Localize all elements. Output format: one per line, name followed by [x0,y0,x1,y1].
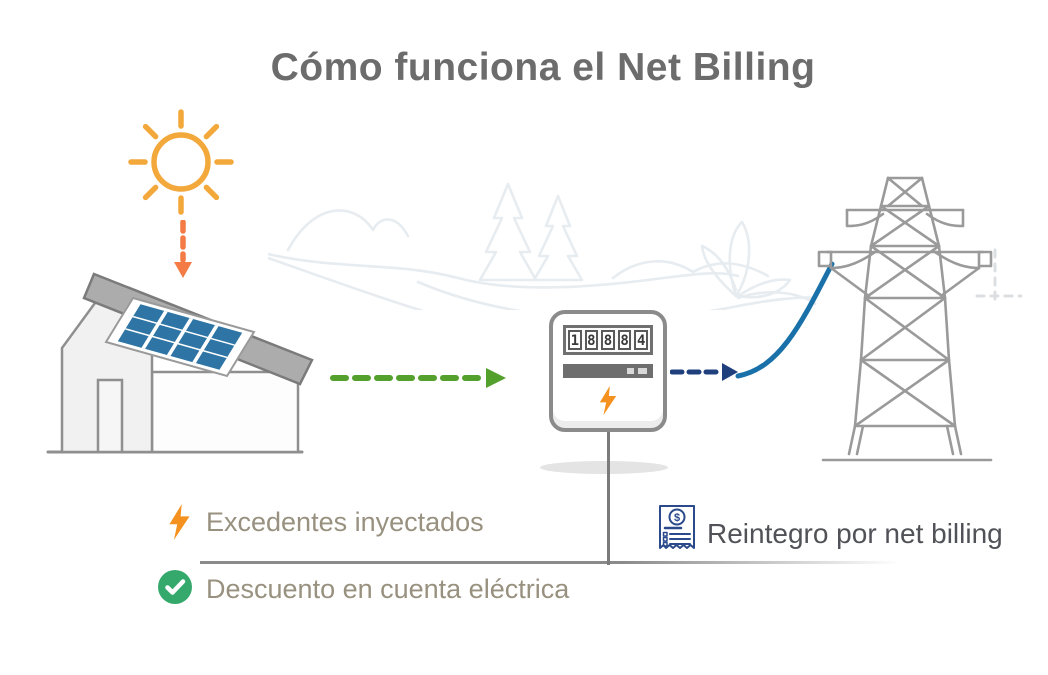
house-to-meter-arrow [330,368,506,388]
sun-icon [128,109,234,215]
solar-panel [106,298,254,376]
meter-digit: 8 [617,330,632,350]
meter-status-bar [563,364,653,378]
lightning-bolt-icon [169,504,190,540]
lightning-bolt-icon [599,385,617,416]
house-with-solar-panels [46,272,314,454]
meter-shadow [540,461,668,474]
meter-indicator-dot [627,368,634,374]
meter-to-grid-arrow [670,363,738,381]
dollar-sign: $ [674,512,680,524]
house-door [96,378,124,454]
legend-label-excedentes: Excedentes inyectados [206,507,484,537]
faint-crosshair-mark [975,248,1023,308]
meter-pole [607,429,610,565]
meter-digit: 8 [601,330,615,350]
check-circle-icon [158,570,192,604]
sun-to-house-arrow [174,220,192,278]
legend-label-reintegro: Reintegro por net billing [707,518,1003,549]
meter-indicator-dot [638,368,647,374]
page-title: Cómo funciona el Net Billing [270,46,816,89]
grid-cable [735,261,835,379]
legend-label-descuento: Descuento en cuenta eléctrica [206,574,570,604]
meter-digit: 4 [634,330,648,350]
meter-digit: 8 [584,330,599,350]
house-side-wall [150,370,300,454]
meter-display: 1 8 8 8 4 [563,325,653,355]
transmission-tower-icon [817,176,993,462]
receipt-icon: $ [659,505,695,549]
meter-digit: 1 [568,330,582,350]
legend-ground-line [200,561,900,564]
electric-meter: 1 8 8 8 4 [549,310,667,432]
